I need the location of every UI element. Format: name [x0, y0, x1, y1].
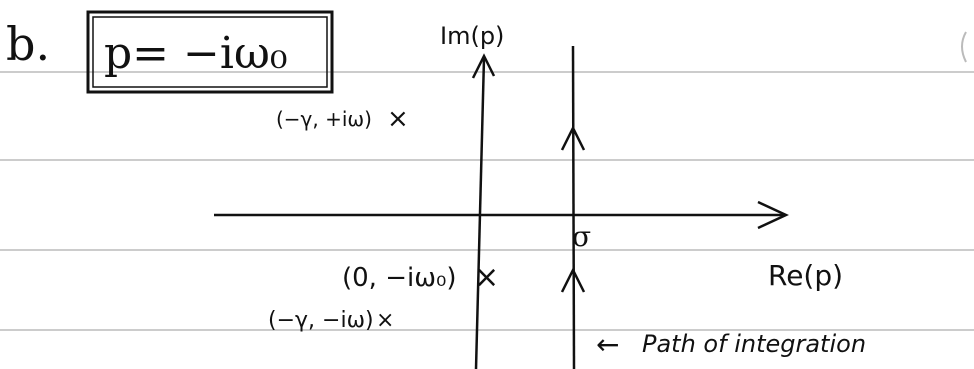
imaginary-axis	[471, 53, 496, 369]
boxed-equation: p= −iω₀	[86, 10, 334, 94]
path-label: Path of integration	[642, 330, 866, 358]
sigma-label: σ	[572, 220, 591, 253]
pole-middle-label: (0, −iω₀)	[342, 263, 457, 293]
path-arrow: ←	[596, 328, 619, 361]
imaginary-axis-label: Im(p)	[440, 22, 504, 50]
notebook-ruled-lines	[0, 71, 974, 331]
pole-upper: (−γ, +iω) ×	[276, 104, 409, 134]
real-axis-label: Re(p)	[768, 259, 843, 292]
pole-middle-marker: ×	[474, 260, 499, 295]
pole-upper-label: (−γ, +iω)	[276, 107, 372, 131]
equation-text: p= −iω₀	[104, 28, 287, 79]
integration-contour	[560, 45, 586, 369]
edge-fragment	[961, 31, 967, 63]
pole-upper-marker: ×	[387, 104, 409, 134]
contour-arrow-upper	[560, 125, 586, 151]
real-axis	[214, 200, 789, 230]
pole-lower-marker: ×	[376, 308, 394, 333]
pole-lower-label: (−γ, −iω)	[268, 308, 374, 333]
part-label: b.	[6, 17, 50, 71]
contour-arrow-lower	[560, 267, 586, 293]
pole-lower: (−γ, −iω) ×	[268, 308, 394, 333]
pole-middle: (0, −iω₀) ×	[342, 260, 499, 295]
